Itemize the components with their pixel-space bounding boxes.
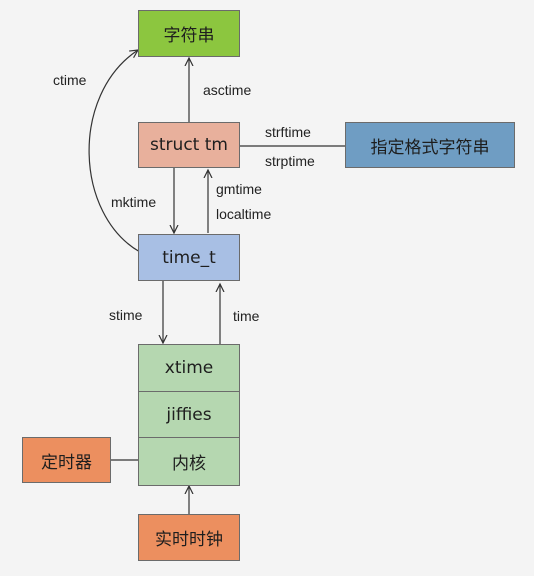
kernel-jiffies: jiffies (139, 392, 239, 438)
label-ctime: ctime (53, 72, 87, 88)
label-mktime: mktime (111, 194, 157, 210)
node-string: 字符串 (138, 10, 240, 57)
node-struct-tm-label: struct tm (150, 135, 228, 155)
node-time-t: time_t (138, 234, 240, 281)
kernel-core: 内核 (139, 438, 239, 485)
node-kernel: xtime jiffies 内核 (138, 344, 240, 486)
kernel-core-label: 内核 (172, 454, 206, 474)
node-timer-label: 定时器 (41, 452, 92, 473)
label-strptime: strptime (265, 153, 315, 169)
node-struct-tm: struct tm (138, 122, 240, 168)
node-format-string-label: 指定格式字符串 (370, 137, 490, 158)
node-format-string: 指定格式字符串 (345, 122, 515, 168)
kernel-jiffies-label: jiffies (166, 404, 212, 425)
label-gmtime: gmtime (216, 181, 262, 197)
label-time: time (233, 308, 260, 324)
kernel-xtime-label: xtime (164, 358, 214, 378)
node-time-t-label: time_t (162, 247, 216, 268)
edge-ctime (88, 50, 141, 253)
label-stime: stime (109, 307, 143, 323)
node-rtc: 实时时钟 (138, 514, 240, 561)
node-string-label: 字符串 (163, 26, 215, 46)
node-timer: 定时器 (22, 437, 111, 483)
kernel-xtime: xtime (139, 345, 239, 392)
label-strftime: strftime (265, 124, 311, 140)
label-localtime: localtime (216, 206, 272, 222)
node-rtc-label: 实时时钟 (155, 530, 223, 550)
label-asctime: asctime (203, 82, 252, 98)
